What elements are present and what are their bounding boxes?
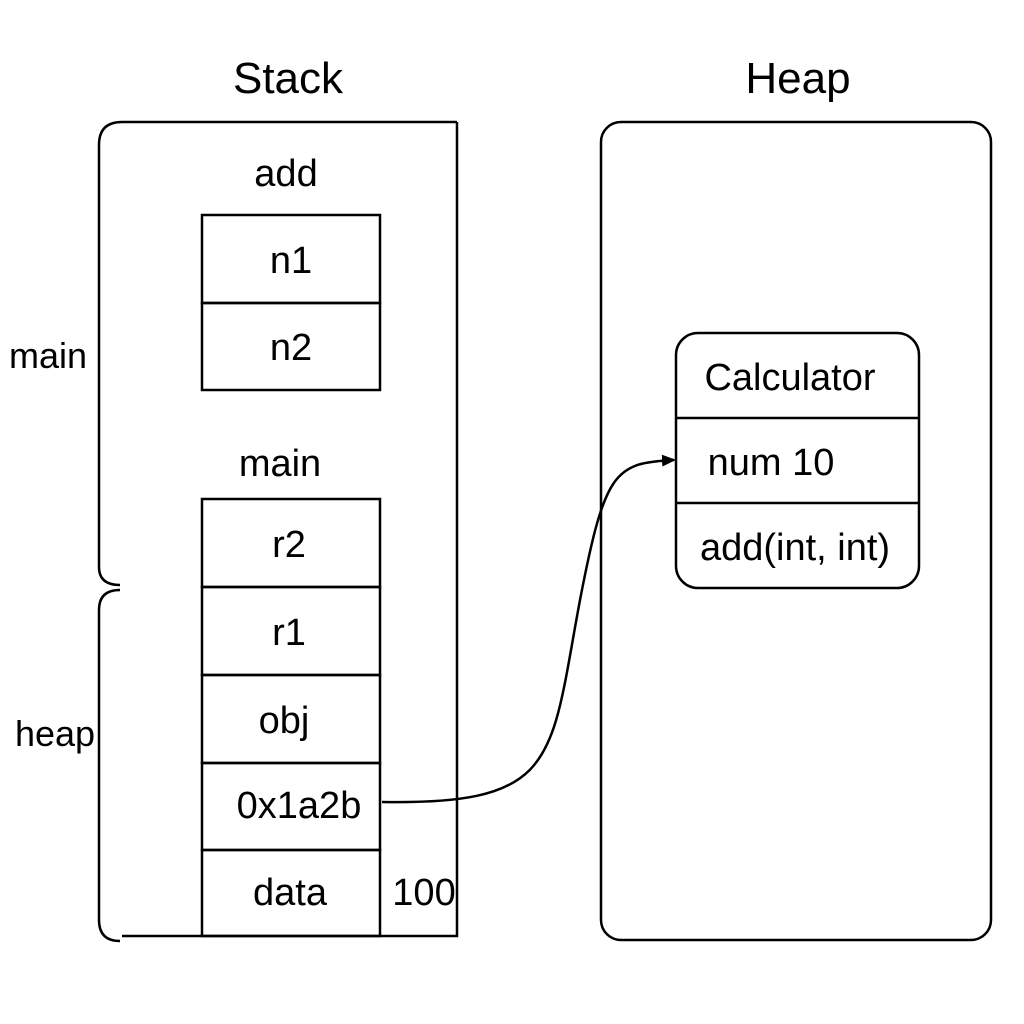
cell-obj-text: obj [259,700,310,742]
main-frame: r2 r1 obj 0x1a2b data [200,497,382,938]
object-box [674,331,921,590]
data-value: 100 [392,872,455,914]
main-brace [97,120,123,587]
side-label-heap: heap [15,713,95,754]
heap-container [599,120,993,942]
cell-data-text: data [253,872,328,914]
object-method: add(int, int) [700,527,890,569]
heap-title: Heap [745,54,850,103]
calculator-object: Calculator num 10 add(int, int) [674,331,921,590]
side-label-main: main [9,335,87,376]
cell-address-text: 0x1a2b [237,785,362,827]
add-frame: n1 n2 [200,213,382,392]
frame-label-main: main [239,443,321,485]
cell-n2-text: n2 [270,327,312,369]
object-class-name: Calculator [704,357,875,399]
cell-data [200,848,382,938]
cell-n1-text: n1 [270,240,312,282]
cell-r2-text: r2 [272,524,306,566]
reference-arrow [381,454,676,804]
cell-r1-text: r1 [272,612,306,654]
heap-brace [97,588,121,943]
cell-n2 [200,301,382,392]
frame-label-add: add [254,153,317,195]
object-field: num 10 [708,442,835,484]
stack-title: Stack [233,54,344,103]
